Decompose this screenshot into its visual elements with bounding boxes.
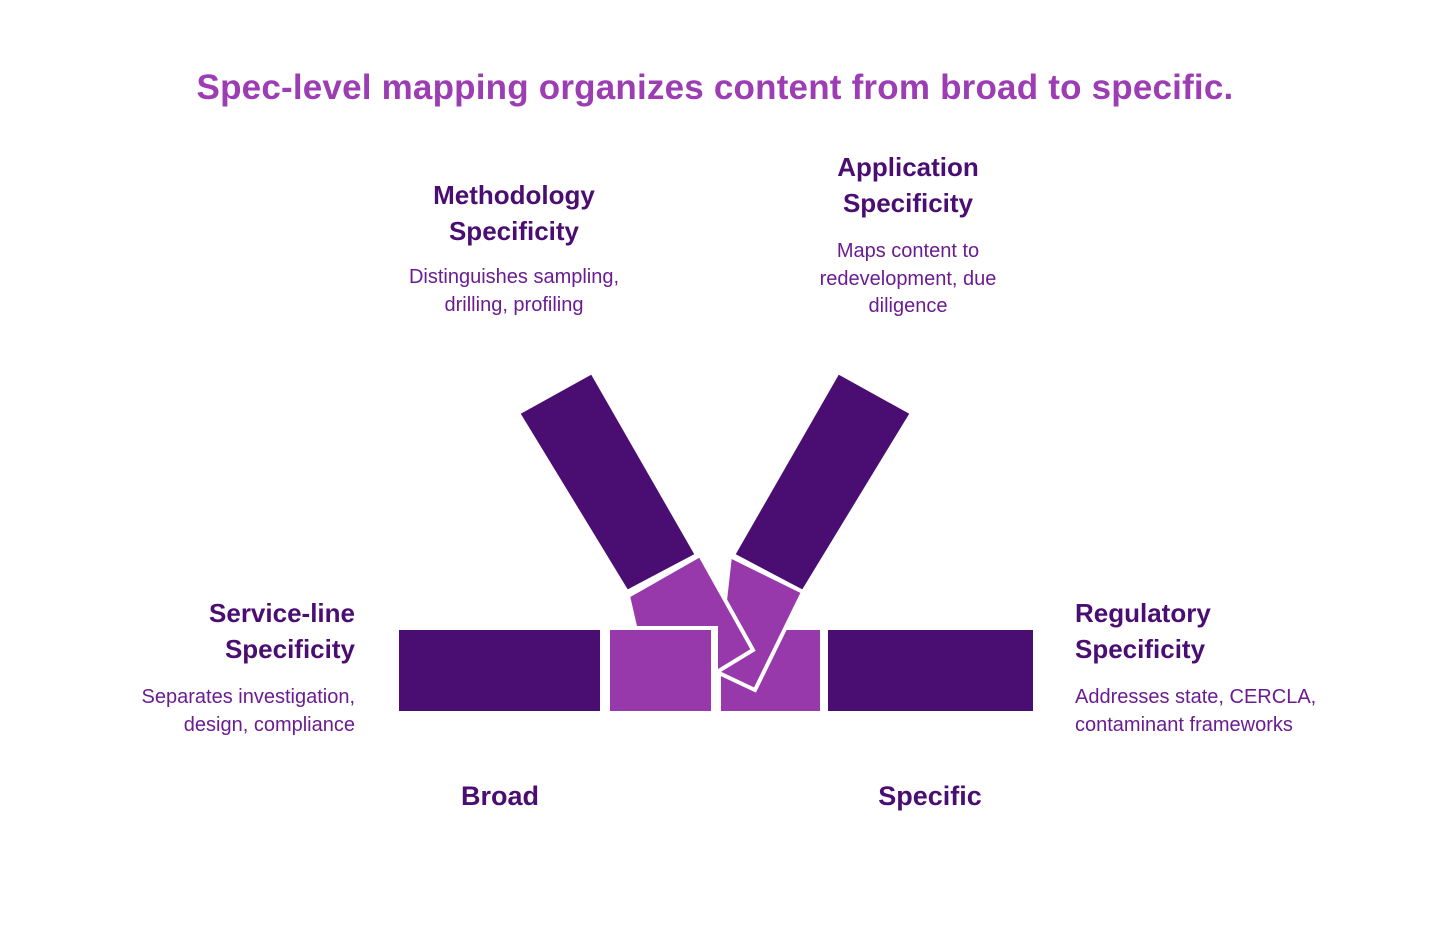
bar-segment-broad-dark <box>395 626 604 715</box>
heading-line: Specificity <box>224 634 355 664</box>
methodology-description: Distinguishes sampling, drilling, profil… <box>314 264 714 319</box>
heading-line: Specificity <box>1075 634 1206 664</box>
right-ribbon-shaft <box>730 369 915 595</box>
heading-line: Methodology <box>433 180 595 210</box>
bar-segment-left-light <box>606 626 715 715</box>
heading-line: Application <box>837 152 979 182</box>
quadrant-application: Application Specificity <box>708 149 1108 221</box>
body-line: design, compliance <box>183 713 355 736</box>
left-ribbon-shaft <box>515 369 700 595</box>
application-description: Maps content to redevelopment, due dilig… <box>708 238 1108 321</box>
body-line: diligence <box>868 295 948 317</box>
body-line: Addresses state, CERCLA, <box>1075 686 1317 708</box>
heading-line: Specificity <box>448 216 580 246</box>
body-line: Distinguishes sampling, <box>408 266 620 288</box>
methodology-heading: Methodology Specificity <box>314 177 714 249</box>
page-title: Spec-level mapping organizes content fro… <box>196 68 1234 107</box>
heading-line: Service-line <box>209 598 355 628</box>
quadrant-regulatory: Regulatory Specificity <box>1075 595 1405 667</box>
service-line-description: Separates investigation, design, complia… <box>35 684 355 739</box>
body-line: redevelopment, due <box>819 267 997 290</box>
heading-line: Regulatory <box>1075 598 1211 628</box>
axis-label-specific: Specific <box>878 781 982 811</box>
axis-label-broad: Broad <box>460 781 539 811</box>
body-line: drilling, profiling <box>444 293 584 316</box>
body-line: Separates investigation, <box>141 686 355 708</box>
regulatory-description: Addresses state, CERCLA, contaminant fra… <box>1075 684 1405 739</box>
quadrant-methodology: Methodology Specificity <box>314 177 714 249</box>
application-heading: Application Specificity <box>708 149 1108 221</box>
regulatory-heading: Regulatory Specificity <box>1075 595 1405 667</box>
service-line-heading: Service-line Specificity <box>35 595 355 667</box>
body-line: Maps content to <box>836 240 980 262</box>
heading-line: Specificity <box>842 188 974 218</box>
body-line: contaminant frameworks <box>1075 713 1293 736</box>
bar-segment-specific-dark <box>824 626 1037 715</box>
quadrant-service-line: Service-line Specificity <box>35 595 355 667</box>
